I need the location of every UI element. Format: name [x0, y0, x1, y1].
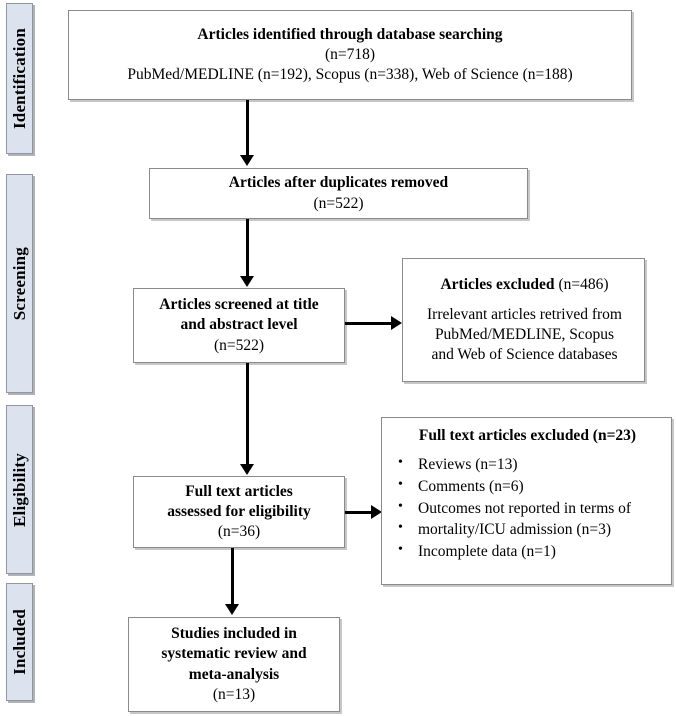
list-item: Outcomes not reported in terms of — [392, 498, 663, 520]
stage-included-label: Included — [10, 609, 29, 675]
box-studies-included-line1: Studies included in — [171, 625, 297, 643]
stage-eligibility: Eligibility — [6, 405, 33, 574]
box-after-duplicates-line1: Articles after duplicates removed — [228, 174, 449, 192]
box-studies-included: Studies included in systematic review an… — [128, 617, 340, 712]
box-articles-screened: Articles screened at title and abstract … — [133, 288, 345, 363]
box-fulltext-assessed: Full text articles assessed for eligibil… — [133, 476, 345, 548]
box-studies-included-line2: systematic review and — [161, 645, 307, 663]
box-articles-screened-line2: and abstract level — [180, 316, 298, 334]
fulltext-exclusion-reason-list: Reviews (n=13) Comments (n=6) Outcomes n… — [392, 454, 663, 564]
box-studies-included-count: (n=13) — [212, 685, 256, 703]
stage-identification-label: Identification — [10, 27, 29, 130]
box-fulltext-assessed-line2: assessed for eligibility — [167, 502, 311, 520]
list-item-continuation: mortality/ICU admission (n=3) — [392, 519, 663, 541]
connector-screened-to-fulltext — [246, 363, 249, 465]
connector-screened-to-excluded — [345, 322, 393, 325]
arrowhead-screened-to-fulltext — [240, 464, 254, 475]
connector-identified-to-duplicates — [246, 100, 249, 156]
box-articles-identified: Articles identified through database sea… — [68, 10, 632, 100]
box-articles-excluded-line3: and Web of Science databases — [431, 346, 618, 364]
box-fulltext-excluded: Full text articles excluded (n=23) Revie… — [381, 417, 672, 585]
box-articles-excluded-heading-bold: Articles excluded — [440, 275, 555, 293]
arrowhead-duplicates-to-screened — [240, 276, 254, 287]
arrowhead-fulltext-to-included — [225, 604, 239, 615]
box-articles-excluded-heading: Articles excluded (n=486) — [413, 275, 636, 295]
list-item: Comments (n=6) — [392, 476, 663, 498]
box-studies-included-line3: meta-analysis — [188, 665, 280, 683]
connector-fulltext-to-excluded — [345, 511, 373, 514]
stage-included: Included — [6, 583, 33, 701]
stage-screening-label: Screening — [10, 246, 29, 321]
connector-duplicates-to-screened — [246, 219, 249, 277]
box-articles-screened-count: (n=522) — [213, 336, 265, 354]
box-articles-excluded-screening: Articles excluded (n=486) Irrelevant art… — [402, 258, 645, 382]
list-item: Reviews (n=13) — [392, 454, 663, 476]
list-item: Incomplete data (n=1) — [392, 541, 663, 563]
box-articles-screened-line1: Articles screened at title — [159, 296, 319, 314]
box-after-duplicates-count: (n=522) — [313, 194, 364, 212]
box-fulltext-assessed-count: (n=36) — [217, 523, 261, 541]
box-fulltext-assessed-line1: Full text articles — [185, 482, 293, 500]
stage-eligibility-label: Eligibility — [10, 452, 29, 527]
box-fulltext-excluded-heading: Full text articles excluded (n=23) — [418, 427, 637, 444]
box-articles-identified-count: (n=718) — [324, 45, 376, 63]
arrowhead-identified-to-duplicates — [240, 155, 254, 166]
box-articles-identified-line1: Articles identified through database sea… — [197, 25, 503, 43]
box-articles-excluded-line1: Irrelevant articles retrived from — [427, 305, 622, 323]
box-articles-identified-sources: PubMed/MEDLINE (n=192), Scopus (n=338), … — [127, 66, 573, 84]
box-articles-excluded-heading-count: (n=486) — [554, 275, 609, 293]
arrowhead-screened-to-excluded — [391, 316, 402, 330]
arrowhead-fulltext-to-excluded — [371, 505, 382, 519]
stage-identification: Identification — [6, 3, 33, 154]
box-after-duplicates-removed: Articles after duplicates removed (n=522… — [149, 168, 528, 219]
box-articles-excluded-line2: PubMed/MEDLINE, Scopus — [434, 326, 615, 343]
connector-fulltext-to-included — [231, 548, 234, 605]
stage-screening: Screening — [6, 174, 33, 393]
